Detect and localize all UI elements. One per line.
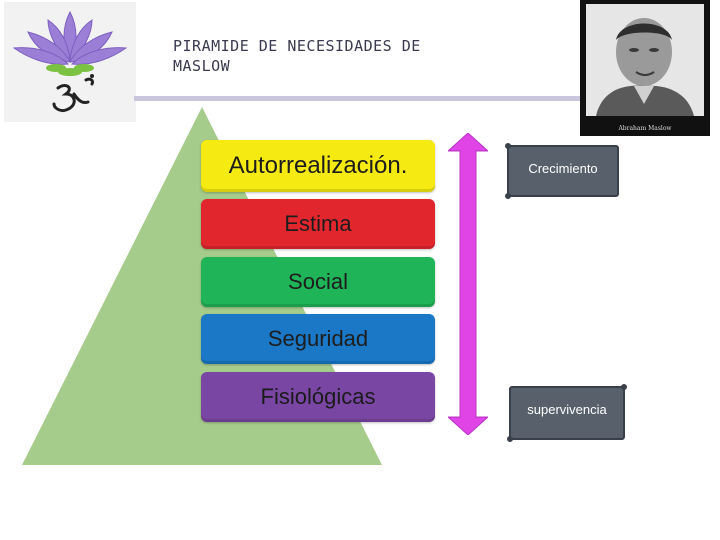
level-label: Seguridad	[267, 326, 369, 351]
level-label: Estima	[284, 211, 352, 236]
portrait-image	[586, 4, 704, 116]
level-safety: Seguridad	[201, 314, 435, 364]
growth-label: Crecimiento	[528, 161, 598, 176]
maslow-photo: Abraham Maslow	[580, 0, 710, 136]
page-title: PIRAMIDE DE NECESIDADES DE MASLOW	[173, 36, 533, 76]
level-self-actualization: Autorrealización.	[201, 140, 435, 192]
title-line-1: PIRAMIDE DE NECESIDADES DE	[173, 37, 421, 55]
photo-caption: Abraham Maslow	[618, 125, 672, 132]
level-label: Autorrealización.	[228, 152, 408, 179]
lotus-icon	[12, 10, 128, 112]
title-line-2: MASLOW	[173, 57, 231, 75]
title-divider	[134, 96, 582, 101]
level-social: Social	[201, 257, 435, 307]
level-label: Social	[288, 269, 348, 294]
double-arrow-icon	[448, 133, 488, 435]
level-esteem: Estima	[201, 199, 435, 249]
scroll-survival: supervivencia	[507, 384, 627, 442]
level-physiological: Fisiológicas	[201, 372, 435, 422]
lotus-logo	[4, 2, 136, 122]
survival-label: supervivencia	[527, 402, 607, 417]
level-label: Fisiológicas	[260, 384, 376, 409]
scroll-growth: Crecimiento	[505, 143, 619, 199]
